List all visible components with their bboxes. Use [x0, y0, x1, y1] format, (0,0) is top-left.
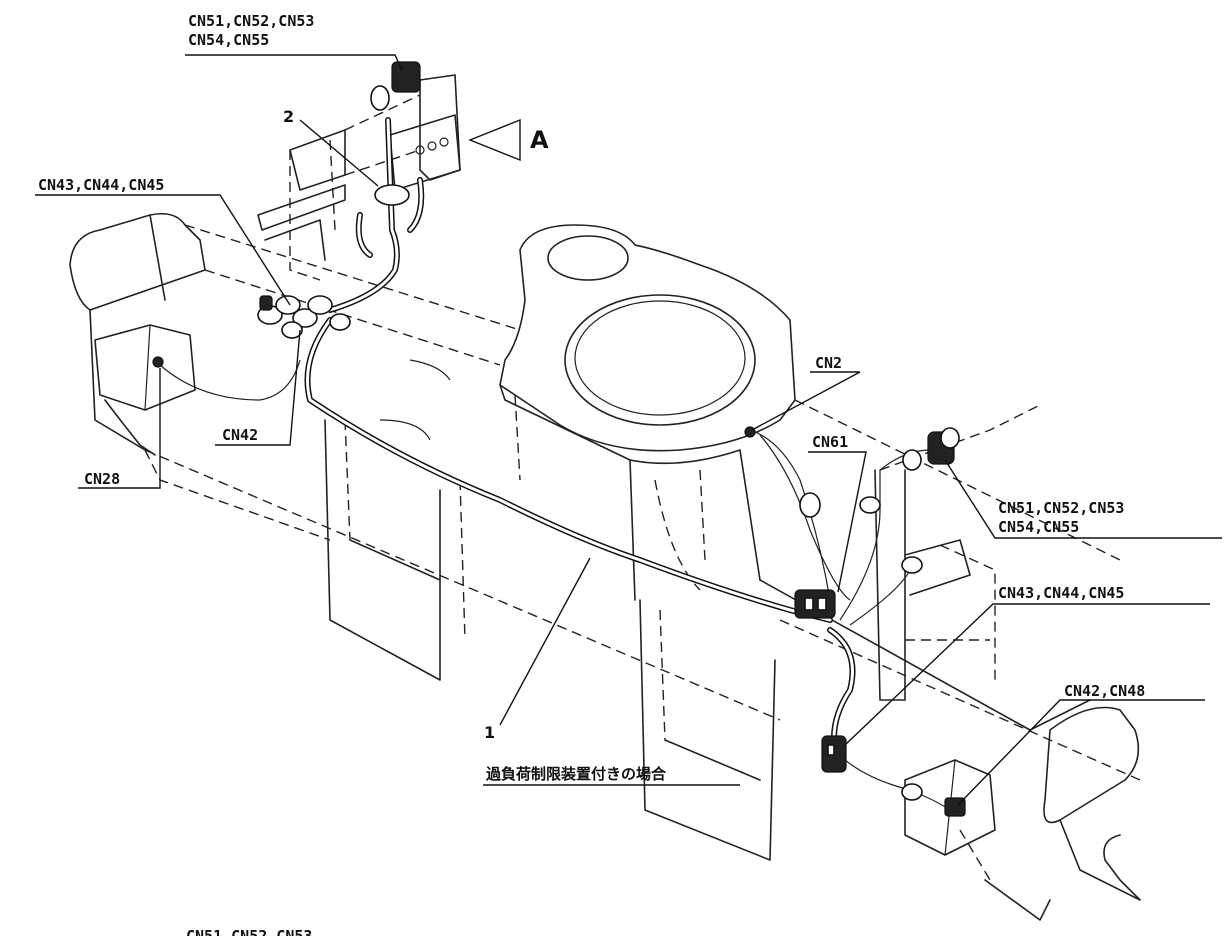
- clamp-ring-right-2: [859, 496, 881, 514]
- caption-overload-limiter: 過負荷制限装置付きの場合: [485, 765, 667, 783]
- label-cn28: CN28: [84, 470, 120, 488]
- clamp-ring-right-1: [799, 492, 821, 518]
- connectors: [152, 61, 966, 817]
- clamp-ring-right-4: [901, 783, 923, 801]
- label-bottom-cut-line: CN51,CN52,CN53: [186, 927, 312, 936]
- label-cn61: CN61: [812, 433, 848, 451]
- label-right-group-line1: CN51,CN52,CN53: [998, 499, 1124, 517]
- connector-cluster-cn43-left: [257, 295, 351, 339]
- clamp-ring-2: [374, 184, 410, 206]
- leader-lines: [35, 54, 1222, 806]
- clamp-ring-right-3: [901, 556, 923, 574]
- connector-cn28: [152, 356, 164, 368]
- connector-cn51-top: [370, 61, 421, 111]
- connector-cn61: [794, 589, 836, 619]
- label-right-group-line2: CN54,CN55: [998, 518, 1079, 536]
- label-cn2: CN2: [815, 354, 842, 372]
- label-right-group-cn43: CN43,CN44,CN45: [998, 584, 1124, 602]
- wiring-harness: [159, 117, 951, 811]
- text-labels: CN51,CN52,CN53 CN54,CN55 2 A CN43,CN44,C…: [38, 12, 1145, 936]
- label-top-group-line2: CN54,CN55: [188, 31, 269, 49]
- label-item-1: 1: [484, 723, 495, 742]
- label-item-2: 2: [283, 107, 294, 126]
- label-cn42-left: CN42: [222, 426, 258, 444]
- connector-cluster-cn51-right: [902, 427, 960, 471]
- connector-cluster-cn43-right: [821, 735, 847, 773]
- label-right-group-cn42-cn48: CN42,CN48: [1064, 682, 1145, 700]
- label-left-group-cn43: CN43,CN44,CN45: [38, 176, 164, 194]
- label-view-a: A: [530, 126, 549, 154]
- chassis-frame: [69, 74, 1141, 921]
- label-top-group-line1: CN51,CN52,CN53: [188, 12, 314, 30]
